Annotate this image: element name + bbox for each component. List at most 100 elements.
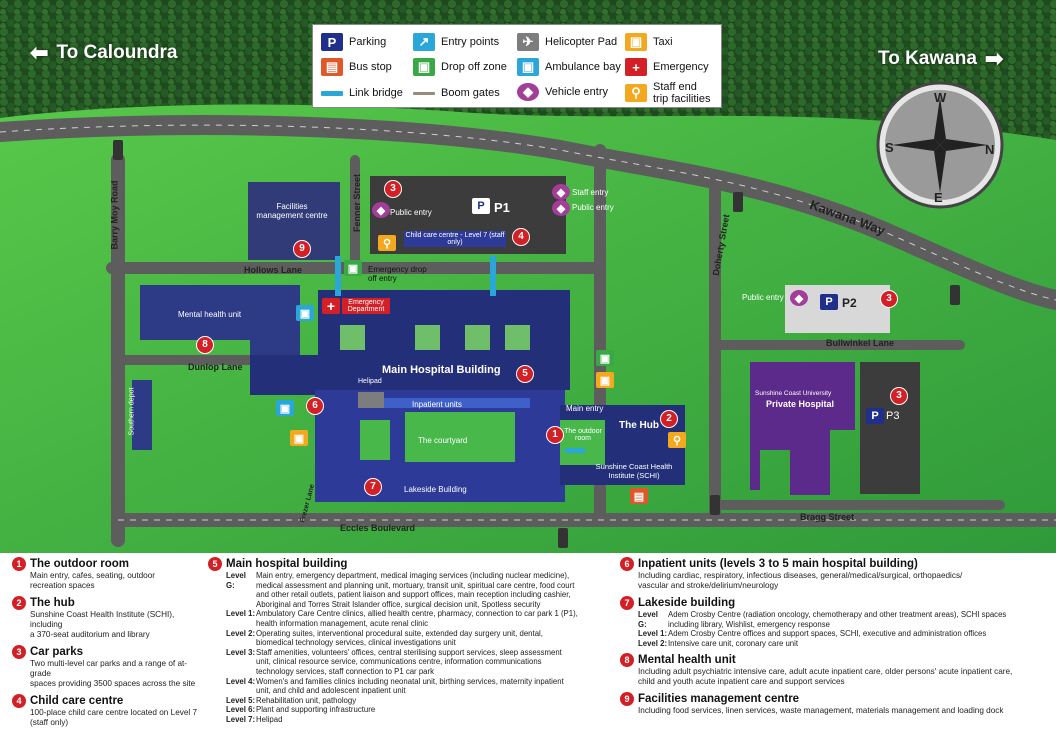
label-private-hospital-small: Sunshine Coast University — [755, 390, 832, 397]
label-outdoor-room: The outdoor room — [564, 428, 602, 442]
direction-left: ⬅ To Caloundra — [30, 40, 178, 65]
courtyard — [405, 412, 515, 462]
road-hollows: Hollows Lane — [244, 265, 303, 275]
label-public-entry-2: Public entry — [572, 203, 614, 212]
marker-4: 4 — [512, 228, 530, 246]
ambulance-bay-icon: ▣ — [276, 400, 294, 416]
label-helipad: Helipad — [358, 378, 382, 385]
label-schi: Sunshine Coast Health Institute (SCHI) — [595, 462, 673, 480]
legend-emergency: + Emergency — [625, 58, 709, 76]
helicopter-pad-icon: ✈ — [517, 33, 539, 51]
road-bullwinkel: Bullwinkel Lane — [826, 338, 895, 348]
vehicle-entry-icon: ◆ — [552, 200, 570, 216]
label-child-care: Child care centre - Level 7 (staff only) — [404, 231, 506, 247]
bus-stop-icon: ▤ — [630, 488, 648, 504]
parking-p2-icon: P — [820, 294, 838, 310]
label-main-hospital: Main Hospital Building — [382, 364, 501, 376]
emergency-icon: + — [625, 58, 647, 76]
drop-off-zone-icon: ▣ — [344, 260, 362, 276]
legend-staff-end-trip: ⚲ Staff end trip facilities — [625, 81, 713, 105]
legend-boom-gates: Boom gates — [413, 87, 500, 99]
vehicle-entry-icon: ◆ — [372, 202, 390, 218]
map-legend: P Parking ↗ Entry points ✈ Helicopter Pa… — [312, 24, 722, 108]
taxi-icon: ▣ — [290, 430, 308, 446]
arrow-right-icon: ➡ — [984, 46, 1004, 71]
marker-7: 7 — [364, 478, 382, 496]
legend-drop-off: ▣ Drop off zone — [413, 58, 507, 76]
label-public-entry-p1: Public entry — [390, 208, 432, 217]
marker-1: 1 — [546, 426, 564, 444]
arrow-left-icon: ⬅ — [30, 40, 49, 65]
legend-helicopter: ✈ Helicopter Pad — [517, 33, 617, 51]
label-main-entry: Main entry — [566, 404, 604, 413]
marker-6: 6 — [306, 397, 324, 415]
label-inpatient: Inpatient units — [412, 400, 462, 409]
road-eccles: Eccles Boulevard — [340, 523, 416, 533]
traffic-light-icon — [113, 140, 960, 548]
label-emergency-dept: Emergency Department — [342, 298, 390, 314]
parking-p1-icon: P — [472, 198, 490, 214]
legend-link-bridge: Link bridge — [321, 87, 403, 99]
label-p2: P2 — [842, 296, 857, 310]
label-facilities: Facilities management centre — [256, 202, 328, 220]
compass-s: S — [885, 140, 894, 155]
label-public-entry-p2: Public entry — [742, 293, 784, 302]
label-p1: P1 — [494, 200, 510, 215]
road-dunlop: Dunlop Lane — [188, 362, 243, 372]
legend-parking: P Parking — [321, 33, 386, 51]
label-southern-depot: Southern depot — [128, 387, 136, 436]
marker-3-p3: 3 — [890, 387, 908, 405]
outdoor-room — [560, 420, 605, 465]
marker-3-p1: 3 — [384, 180, 402, 198]
road-bragg: Bragg Street — [800, 512, 855, 522]
mental-health-building — [140, 285, 300, 360]
drop-off-zone-icon: ▣ — [596, 350, 614, 366]
label-staff-entry: Staff entry — [572, 188, 609, 197]
parking-p3-icon: P — [866, 408, 884, 424]
vehicle-entry-icon: ◆ — [517, 83, 539, 101]
legend-ambulance: ▣ Ambulance bay — [517, 58, 621, 76]
legend-entry-points: ↗ Entry points — [413, 33, 499, 51]
label-mental-health: Mental health unit — [178, 310, 242, 319]
label-hub: The Hub — [619, 420, 659, 431]
legend-taxi: ▣ Taxi — [625, 33, 673, 51]
label-lakeside: Lakeside Building — [404, 485, 467, 494]
direction-right: To Kawana ➡ — [878, 46, 1004, 71]
emergency-marker-icon: + — [322, 298, 340, 314]
ambulance-bay-icon: ▣ — [296, 305, 314, 321]
marker-9: 9 — [293, 240, 311, 258]
car-park-p3 — [860, 362, 920, 494]
compass-n: N — [985, 142, 995, 157]
label-p3: P3 — [886, 410, 900, 422]
vehicle-entry-icon: ◆ — [790, 290, 808, 306]
taxi-icon: ▣ — [625, 33, 647, 51]
drop-off-zone-icon: ▣ — [413, 58, 435, 76]
road-barry-moy: Barry Moy Road — [109, 180, 120, 250]
label-emergency-dropoff: Emergency drop off entry — [368, 265, 427, 283]
label-private-hospital: Private Hospital — [766, 399, 835, 409]
parking-icon: P — [321, 33, 343, 51]
marker-8: 8 — [196, 336, 214, 354]
staff-end-trip-icon: ⚲ — [378, 235, 396, 251]
taxi-icon: ▣ — [596, 372, 614, 388]
link-bridge-icon — [321, 90, 343, 96]
vehicle-entry-icon: ◆ — [552, 184, 570, 200]
entry-points-icon: ↗ — [413, 33, 435, 51]
staff-end-trip-icon: ⚲ — [625, 84, 647, 102]
marker-5: 5 — [516, 365, 534, 383]
compass-icon — [876, 81, 1004, 209]
marker-3-p2: 3 — [880, 290, 898, 308]
legend-vehicle-entry: ◆ Vehicle entry — [517, 83, 608, 101]
